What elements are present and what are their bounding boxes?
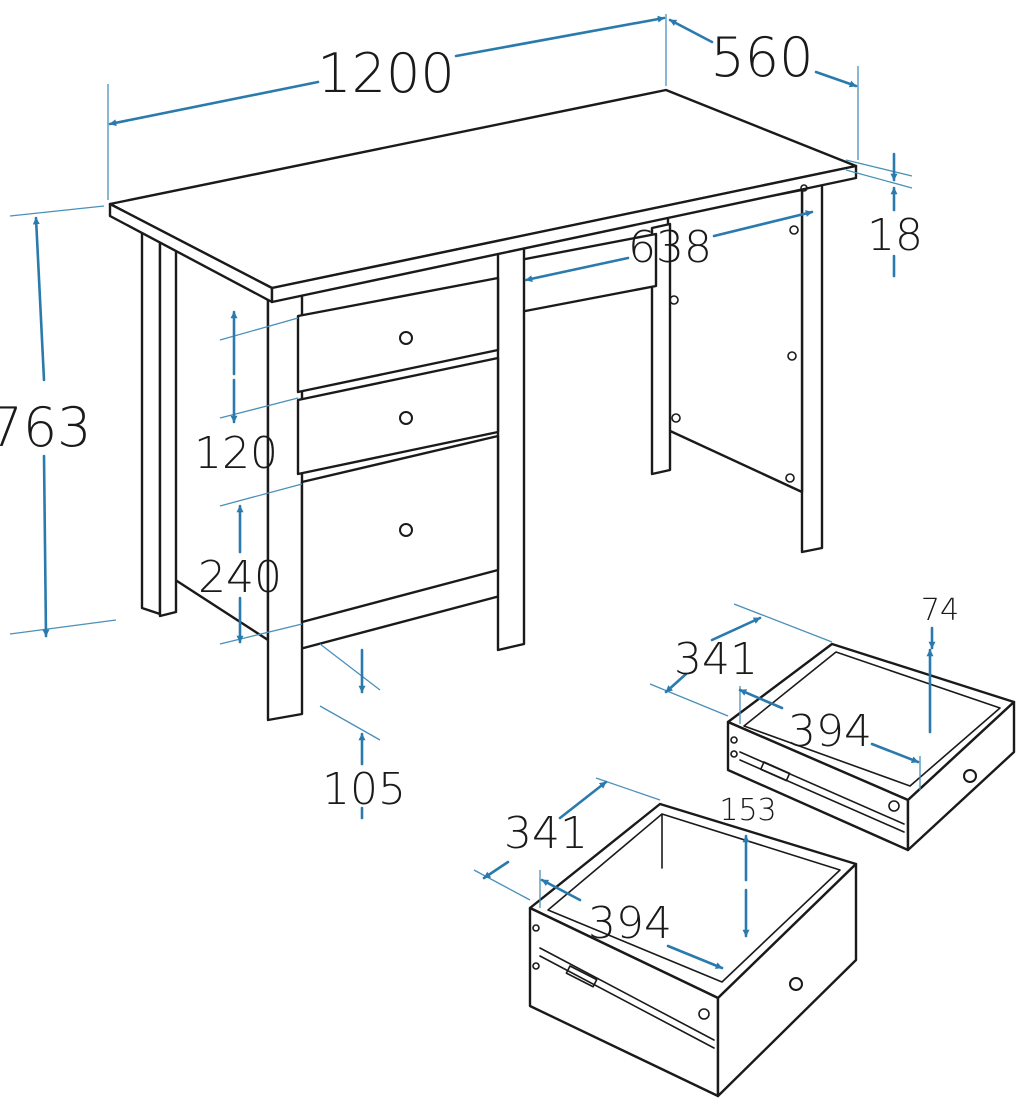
- dim-large-depth-arrow-right: [558, 780, 608, 820]
- label-top-thickness: 18: [867, 210, 923, 261]
- knob-bottom-icon: [399, 523, 413, 537]
- desk-leg-back-right: [800, 174, 824, 554]
- dim-small-depth-arrow-right: [710, 616, 762, 642]
- label-small-drawer-height: 74: [921, 593, 959, 628]
- dim-height-arrow-up: [32, 216, 46, 382]
- label-inner-width: 638: [628, 222, 712, 273]
- drawer-middle[interactable]: [296, 356, 500, 476]
- desk: [108, 88, 858, 722]
- dim-inner-arrow-right: [712, 210, 814, 238]
- small-drawer: [726, 642, 1016, 852]
- extension-lines: [9, 14, 921, 908]
- dim-width-arrow-right: [454, 15, 666, 58]
- label-small-drawer-depth: 341: [674, 634, 758, 685]
- label-drawer-front-large: 240: [198, 552, 282, 603]
- dim-depth-arrow-right: [814, 70, 858, 88]
- large-drawer-knob-icon: [789, 977, 803, 991]
- label-drawer-front-small: 120: [194, 428, 278, 479]
- hole-icon: [789, 225, 799, 235]
- label-width: 1200: [317, 42, 454, 105]
- dim-depth-arrow-left: [668, 18, 714, 44]
- dim-large-width-arrow-left: [540, 878, 582, 902]
- dimension-labels: 1200 560 18 763 638 120 240 105 341 394 …: [0, 26, 959, 949]
- dim-inner-arrow-left: [524, 256, 630, 283]
- label-small-drawer-width: 394: [788, 706, 872, 757]
- small-drawer-inside: [743, 651, 1001, 787]
- small-drawer-knob-icon: [963, 769, 977, 783]
- dim-small-width-arrow-left: [738, 688, 784, 710]
- hole-icon: [787, 351, 797, 361]
- rail-slide-icon: [759, 761, 791, 782]
- desk-leg-back-left: [140, 228, 162, 616]
- dim-width-arrow-left: [108, 80, 320, 127]
- label-large-drawer-width: 394: [588, 898, 672, 949]
- dim-small-depth-arrow-left: [664, 672, 688, 694]
- label-height: 763: [0, 396, 92, 459]
- small-drawer-front[interactable]: [906, 700, 1016, 852]
- knob-top-icon: [399, 331, 413, 345]
- dim-small-width-arrow-right: [870, 742, 920, 764]
- hole-icon: [671, 413, 681, 423]
- rail-slide-icon: [565, 965, 598, 988]
- drawer-top[interactable]: [296, 276, 500, 394]
- dim-large-width-arrow-right: [666, 944, 724, 970]
- hole-icon: [785, 473, 795, 483]
- dim-height-arrow-down: [42, 454, 50, 638]
- large-drawer-inside: [547, 813, 841, 983]
- hole-icon: [669, 295, 679, 305]
- desk-leg-front-right: [496, 242, 526, 652]
- dim-large-depth-arrow-left: [482, 860, 510, 880]
- label-depth: 560: [710, 26, 813, 89]
- large-drawer-front[interactable]: [716, 862, 858, 1098]
- label-leg-offset: 105: [322, 764, 406, 815]
- large-drawer: [528, 802, 858, 1098]
- label-large-drawer-height: 153: [719, 793, 776, 828]
- label-large-drawer-depth: 341: [504, 808, 588, 859]
- knob-middle-icon: [399, 411, 413, 425]
- dimension-arrows: [32, 15, 936, 970]
